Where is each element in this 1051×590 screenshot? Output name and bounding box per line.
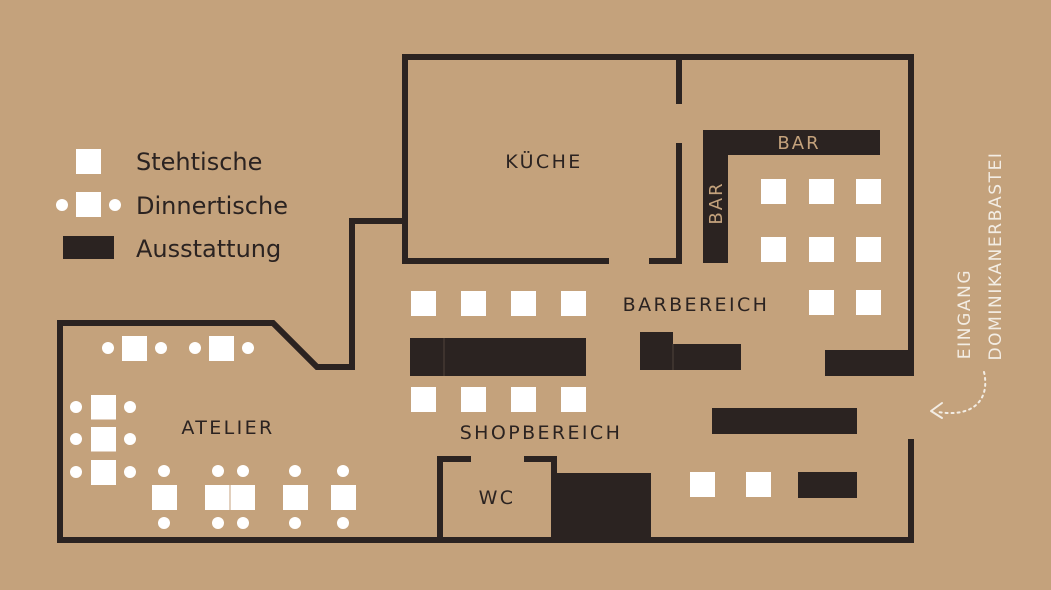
chair (212, 517, 224, 529)
fixtures (410, 332, 914, 540)
chair (158, 465, 170, 477)
standing-table (690, 472, 715, 497)
dinner-table (122, 336, 147, 361)
dinner-table (209, 336, 234, 361)
fixture (712, 408, 857, 434)
standing-table (809, 237, 834, 262)
chair (289, 465, 301, 477)
wc-label: WC (479, 487, 516, 509)
standing-table (511, 291, 536, 316)
legend-standing-tables-label: Stehtische (136, 148, 262, 176)
bar-area-label: BARBEREICH (623, 294, 770, 316)
standing-table (856, 237, 881, 262)
legend-dinner-tables-label: Dinnertische (136, 192, 288, 220)
chair (124, 466, 136, 478)
entrance-arrow-head-icon (930, 402, 943, 419)
dinner-table (152, 485, 177, 510)
legend-standing-table-icon (76, 149, 101, 174)
dinner-table (230, 485, 255, 510)
chair (124, 433, 136, 445)
chair (289, 517, 301, 529)
chair (124, 401, 136, 413)
walls (57, 54, 914, 543)
legend-dinner-table-icon (76, 192, 101, 217)
fixture (825, 350, 914, 376)
fixture (557, 473, 651, 540)
bar-counter: BAR BAR (703, 130, 880, 263)
kitchen-label: KÜCHE (505, 150, 582, 173)
chair (70, 433, 82, 445)
standing-table (761, 179, 786, 204)
standing-table (511, 387, 536, 412)
standing-table (761, 237, 786, 262)
standing-table (561, 291, 586, 316)
kitchen-wall-bottom-right (649, 143, 682, 264)
fixture (673, 344, 741, 370)
atelier-label: ATELIER (181, 417, 274, 439)
kitchen-wall-bottom-left (402, 218, 609, 264)
legend-chair-left-icon (56, 199, 68, 211)
standing-table (856, 290, 881, 315)
legend-fixtures-label: Ausstattung (136, 235, 281, 263)
chair (337, 517, 349, 529)
entrance-label-line1: EINGANG (955, 269, 975, 359)
bar-counter-vertical (703, 130, 728, 263)
standing-tables (411, 179, 881, 497)
wc-wall (437, 456, 557, 543)
entrance-label-line2: DOMINIKANERBASTEI (986, 151, 1006, 360)
chair (337, 465, 349, 477)
dinner-table (331, 485, 356, 510)
chair (158, 517, 170, 529)
dinner-table (283, 485, 308, 510)
standing-table (746, 472, 771, 497)
chair (212, 465, 224, 477)
dinner-table (91, 395, 116, 420)
entrance: EINGANG DOMINIKANERBASTEI (930, 151, 1006, 419)
table-dividers (91, 419, 231, 510)
dinner-table (91, 427, 116, 452)
entrance-arrow-path (937, 371, 987, 415)
outer-wall (57, 54, 914, 543)
bar-vertical-label: BAR (706, 181, 727, 224)
legend-chair-right-icon (109, 199, 121, 211)
fixture (410, 338, 586, 376)
chair (155, 342, 167, 354)
chair (237, 517, 249, 529)
standing-table (411, 387, 436, 412)
legend-fixture-icon (63, 236, 114, 259)
chair (102, 342, 114, 354)
fixture (640, 332, 673, 370)
standing-table (461, 291, 486, 316)
standing-table (809, 179, 834, 204)
chair (70, 401, 82, 413)
dinner-table (91, 460, 116, 485)
fixture-dividers (443, 338, 674, 376)
shop-area-label: SHOPBEREICH (460, 422, 623, 444)
dinner-table (205, 485, 230, 510)
legend: Stehtische Dinnertische Ausstattung (56, 148, 288, 263)
standing-table (561, 387, 586, 412)
standing-table (411, 291, 436, 316)
dinner-tables (70, 336, 356, 529)
standing-table (461, 387, 486, 412)
bar-counter-horizontal (703, 130, 880, 155)
chair (189, 342, 201, 354)
fixture (798, 472, 857, 498)
chair (237, 465, 249, 477)
standing-table (856, 179, 881, 204)
chair (242, 342, 254, 354)
chair (70, 466, 82, 478)
bar-horizontal-label: BAR (777, 133, 820, 154)
standing-table (809, 290, 834, 315)
